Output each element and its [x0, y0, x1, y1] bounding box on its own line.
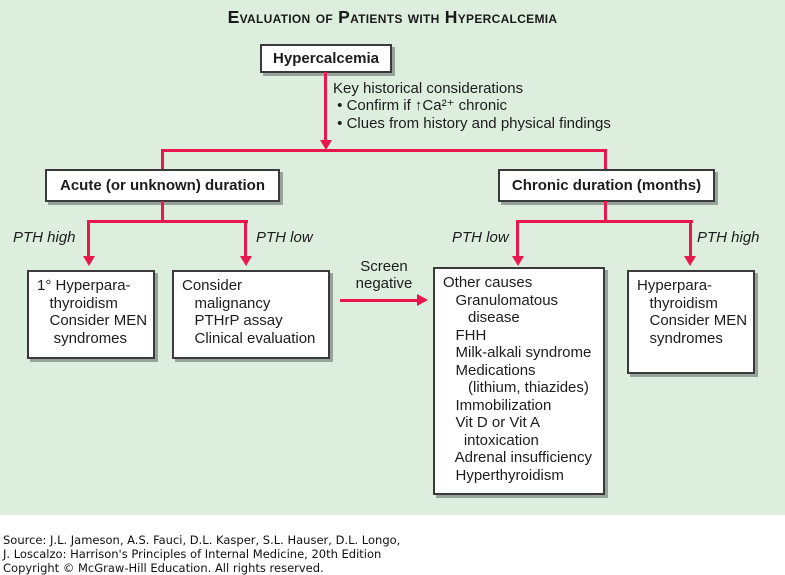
box-consider-malignancy: Consider malignancy PTHrP assay Clinical… — [172, 270, 330, 359]
arrowhead-root-down — [320, 140, 332, 150]
connector-chronic-horizontal — [516, 220, 693, 223]
connector-chronic-pth-low-stem — [516, 220, 519, 258]
box-acute-duration: Acute (or unknown) duration — [45, 169, 280, 202]
box-hyperparathyroidism: Hyperpara- thyroidism Consider MEN syndr… — [627, 270, 755, 374]
box-other-causes: Other causes Granulomatous disease FHH M… — [433, 267, 605, 495]
arrowhead-acute-pth-high — [83, 256, 95, 266]
figure-title: Evaluation of Patients with Hypercalcemi… — [227, 7, 558, 27]
label-screen-negative: Screen negative — [355, 258, 413, 292]
connector-chronic-stem — [604, 201, 607, 223]
connector-acute-stem — [161, 201, 164, 223]
connector-acute-pth-low-stem — [244, 220, 247, 258]
source-attribution: Source: J.L. Jameson, A.S. Fauci, D.L. K… — [3, 533, 401, 575]
connector-chronic-pth-high-stem — [689, 220, 692, 258]
label-pth-high-acute: PTH high — [13, 229, 76, 246]
key-considerations-text: Key historical considerations • Confirm … — [333, 80, 611, 132]
label-pth-low-chronic: PTH low — [452, 229, 509, 246]
connector-branch-left-drop — [161, 149, 164, 170]
connector-screen-negative — [340, 299, 417, 302]
arrowhead-chronic-pth-high — [684, 256, 696, 266]
arrowhead-screen-negative-right — [417, 294, 428, 306]
connector-acute-pth-high-stem — [87, 220, 90, 258]
connector-root-stem — [324, 72, 327, 141]
arrowhead-acute-pth-low — [240, 256, 252, 266]
connector-branch-right-drop — [604, 149, 607, 170]
arrowhead-chronic-pth-low — [512, 256, 524, 266]
connector-acute-horizontal — [87, 220, 248, 223]
box-primary-hyperparathyroidism: 1° Hyperpara- thyroidism Consider MEN sy… — [27, 270, 155, 359]
box-hypercalcemia: Hypercalcemia — [260, 44, 392, 73]
connector-branch-horizontal — [161, 149, 607, 152]
box-chronic-duration: Chronic duration (months) — [498, 169, 715, 202]
label-pth-high-chronic: PTH high — [697, 229, 760, 246]
figure-background — [0, 0, 785, 515]
label-pth-low-acute: PTH low — [256, 229, 313, 246]
